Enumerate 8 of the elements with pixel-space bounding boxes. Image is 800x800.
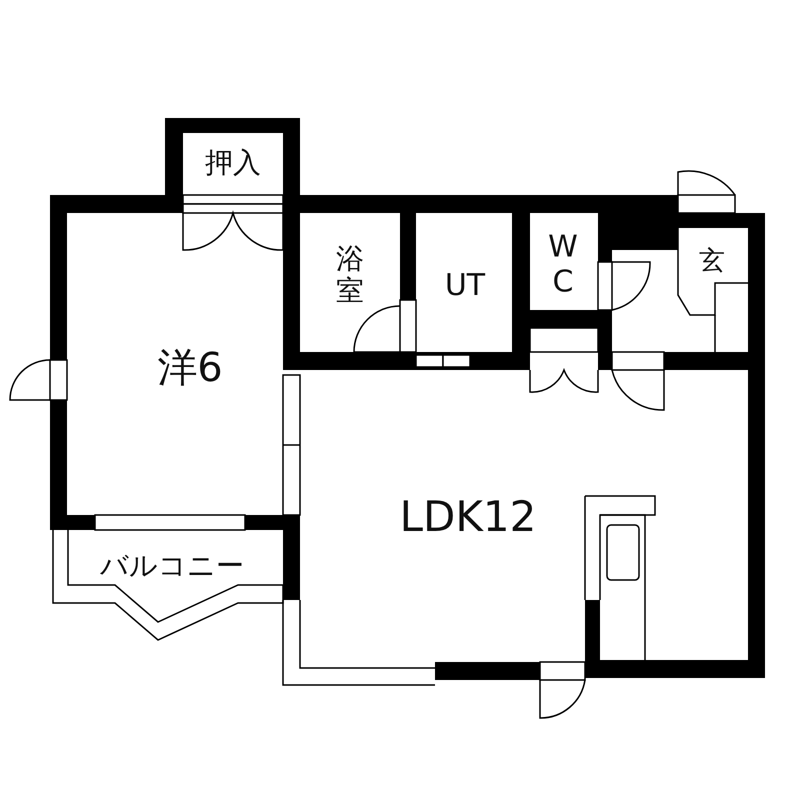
room-label: LDK12 <box>400 492 536 542</box>
room-label: バルコニー <box>100 550 244 582</box>
room-label: 玄 <box>699 247 725 277</box>
room-label: 洋6 <box>157 345 223 391</box>
room-label: 押入 <box>205 146 261 180</box>
room-label: UT <box>444 268 486 304</box>
room-label: WC <box>547 230 579 300</box>
room-label: 浴室 <box>335 242 365 308</box>
